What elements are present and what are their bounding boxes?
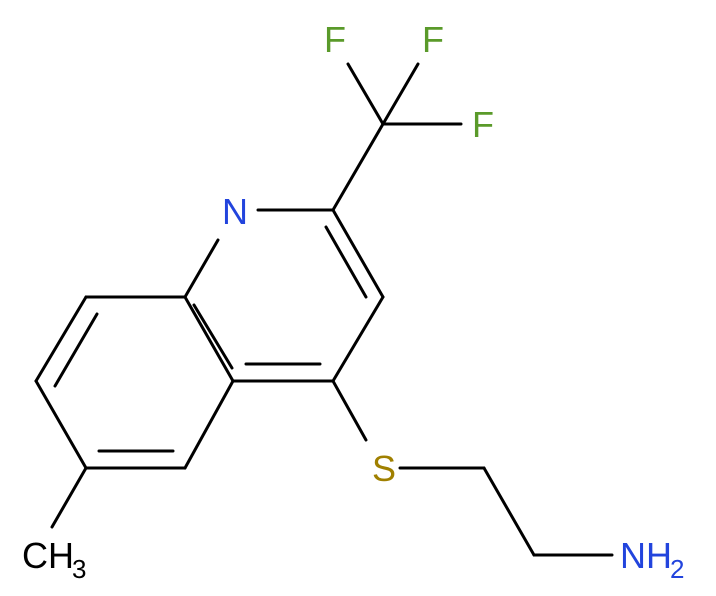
atom-f3-label: F [472, 104, 494, 145]
atom-f1-label: F [324, 19, 346, 60]
atom-n1-label: N [222, 191, 248, 232]
bond-c7-c6 [34, 379, 88, 470]
benzo-ring [34, 295, 235, 470]
atom-ch3-label: CH 3 [22, 535, 86, 584]
bond-c5-c4a [183, 379, 235, 470]
bond-c6-ch3 [50, 466, 88, 529]
substituents [50, 62, 614, 557]
bond-c2-cf3 [331, 122, 385, 212]
atom-nh2-label: NH 2 [620, 535, 684, 584]
bond-ch2-ch2 [482, 466, 536, 557]
atom-ch3-subscript: 3 [72, 554, 86, 584]
bond-c8a-n1 [183, 238, 220, 299]
atom-nh2-subscript: 2 [670, 554, 684, 584]
bond-c2-c3 [331, 208, 385, 299]
atom-f2-label: F [422, 19, 444, 60]
atom-ch3-main: CH [22, 535, 74, 576]
bond-c2-c3-inner [324, 225, 368, 299]
atom-s-label: S [372, 448, 396, 489]
bond-c4a-c8a [183, 295, 235, 383]
bond-cf3-f2 [381, 62, 420, 126]
bond-c3-c4 [331, 295, 385, 383]
atom-labels: N S F F F NH 2 CH 3 [22, 19, 684, 584]
bond-c4a-c8a-inner [192, 303, 234, 370]
bond-c8-c7-inner [53, 312, 99, 388]
bond-cf3-f1 [346, 62, 385, 126]
bond-c8-c7 [34, 295, 88, 383]
atom-nh2-main: NH [620, 535, 672, 576]
bond-c4-s [331, 379, 368, 442]
pyridine-ring [183, 208, 385, 383]
